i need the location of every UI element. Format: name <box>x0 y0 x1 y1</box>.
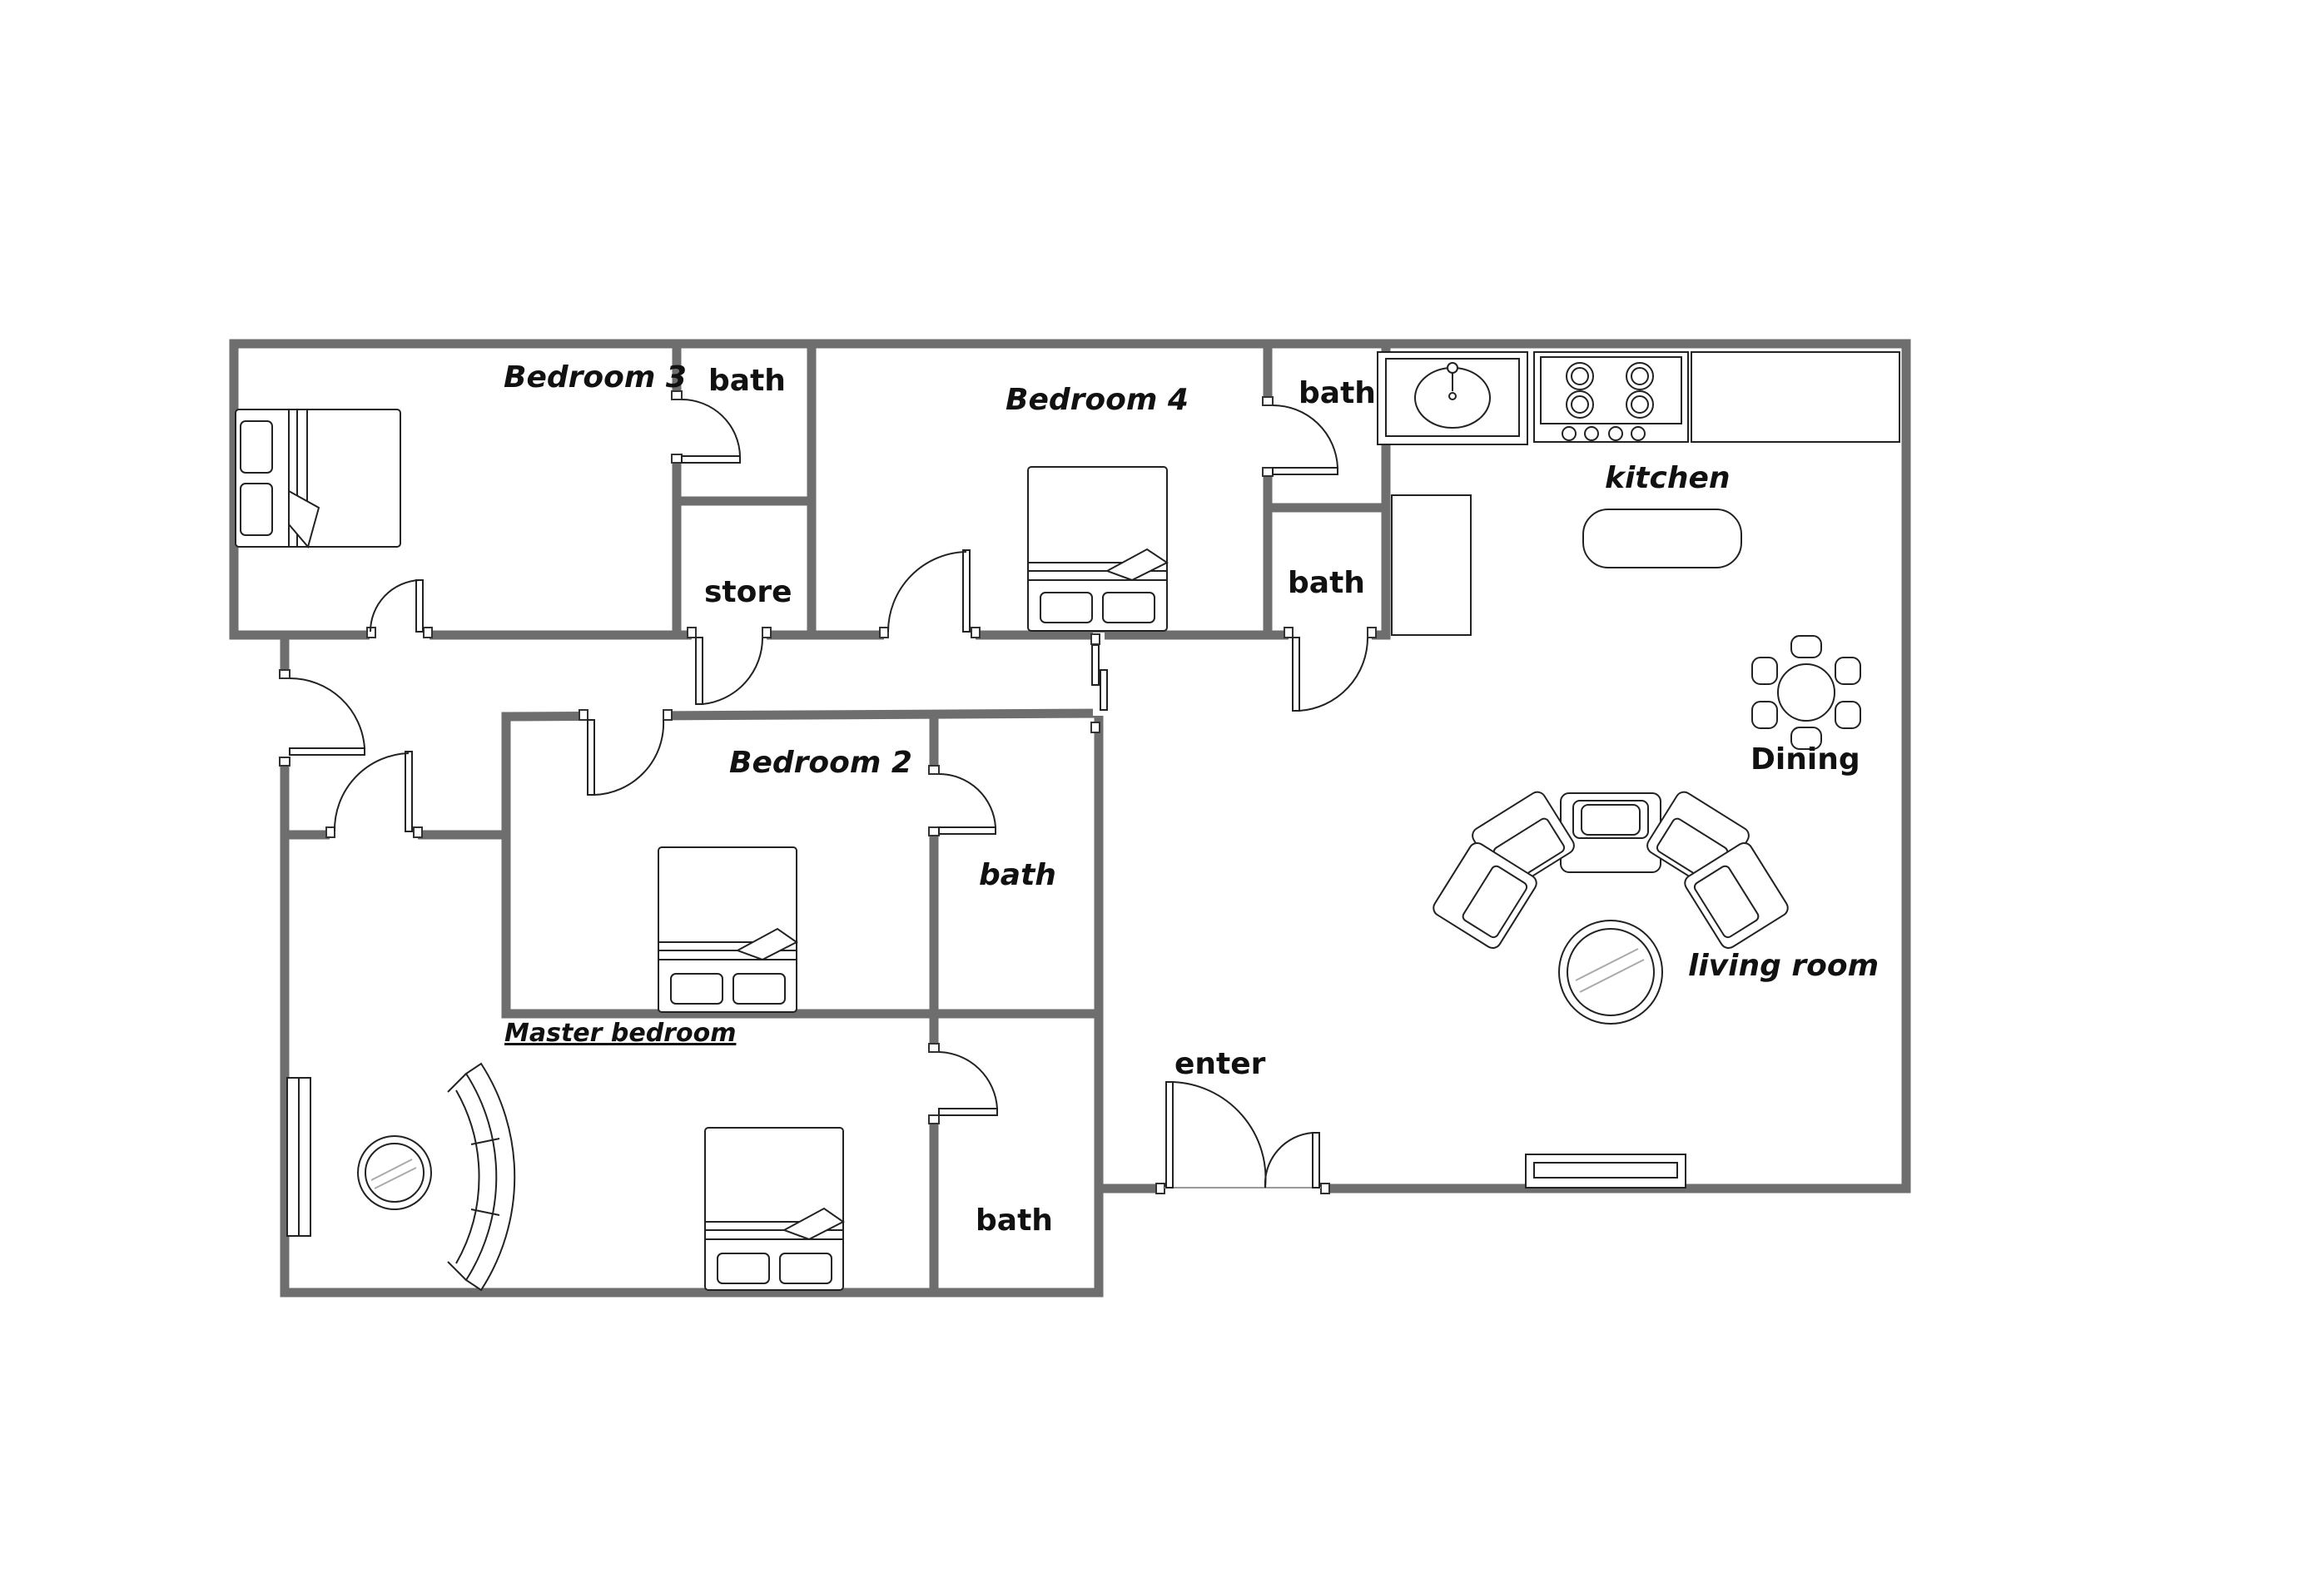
kitchen-counter <box>1691 351 1900 443</box>
coffee-table-icon <box>1558 920 1663 1025</box>
label-enter: enter <box>1174 1047 1266 1081</box>
door-icon <box>687 627 772 705</box>
stove-icon <box>1533 351 1689 443</box>
bed-icon <box>1027 466 1169 632</box>
bed-icon <box>235 409 401 549</box>
label-bedroom3: Bedroom 3 <box>504 360 687 395</box>
door-icon <box>366 579 433 638</box>
coffee-table-icon <box>357 1135 432 1210</box>
door-icon <box>928 765 996 836</box>
door-icon <box>279 669 365 767</box>
label-living-room: living room <box>1688 949 1879 983</box>
kitchen-cabinet <box>1391 494 1472 636</box>
sink-icon <box>1377 351 1528 445</box>
sofa-icon <box>447 1062 516 1292</box>
label-bath-bedroom2: bath <box>979 858 1056 892</box>
label-dining: Dining <box>1750 742 1860 777</box>
door-gaps <box>279 393 1372 1194</box>
sofa-icon <box>1433 791 1789 949</box>
bed-icon <box>658 846 798 1013</box>
bed-icon <box>704 1127 845 1291</box>
windows <box>286 1077 1686 1237</box>
door-icon <box>579 709 673 796</box>
label-bath-top-left: bath <box>708 364 786 398</box>
door-icon <box>671 390 741 464</box>
door-icon <box>1155 1081 1330 1194</box>
door-icon <box>879 549 981 638</box>
label-kitchen: kitchen <box>1605 461 1731 495</box>
label-bedroom4: Bedroom 4 <box>1006 383 1189 417</box>
dining-table-icon <box>1751 635 1861 750</box>
door-icon <box>325 751 423 838</box>
label-bath-top-right: bath <box>1299 376 1376 410</box>
label-bedroom2: Bedroom 2 <box>729 746 912 780</box>
kitchen-island <box>1582 509 1742 568</box>
door-icon <box>928 1043 998 1124</box>
door-icon <box>1284 627 1377 712</box>
label-bath-mid-right: bath <box>1288 566 1365 600</box>
door-icon <box>1090 633 1108 733</box>
label-store: store <box>704 575 792 609</box>
door-icon <box>1262 396 1338 477</box>
label-bath-master: bath <box>976 1203 1053 1238</box>
doors <box>279 390 1377 1194</box>
room-labels: Bedroom 3 bath Bedroom 4 bath store bath… <box>504 360 1879 1238</box>
label-master-bedroom: Master bedroom <box>504 1019 736 1048</box>
